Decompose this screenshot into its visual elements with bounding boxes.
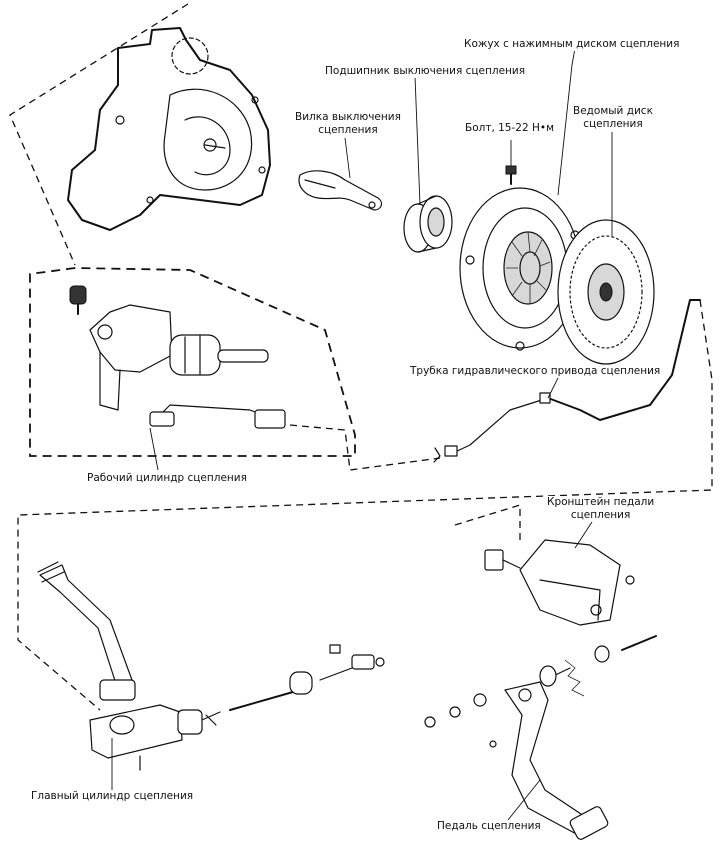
- label-master-cylinder: Главный цилиндр сцепления: [30, 790, 195, 803]
- label-release-bearing: Подшипник выключения сцепления: [324, 65, 527, 78]
- slave-cylinder-shape: [69, 285, 286, 429]
- hydraulic-tube-shape: [433, 299, 701, 463]
- label-pedal-bracket: Кронштейн педали сцепления: [546, 496, 656, 522]
- label-clutch-pedal: Педаль сцепления: [436, 820, 542, 833]
- transmission-housing: [67, 27, 271, 231]
- release-bearing-shape: [403, 195, 453, 253]
- bolt-shape: [505, 165, 517, 185]
- pressure-plate-shape: [459, 187, 581, 351]
- label-slave-cylinder: Рабочий цилиндр сцепления: [86, 472, 248, 485]
- label-bolt: Болт, 15-22 Н•м: [464, 122, 555, 135]
- leader-lines: [111, 47, 613, 821]
- master-cylinder-shape: [37, 561, 385, 771]
- label-clutch-disc: Ведомый диск сцепления: [572, 105, 654, 131]
- clutch-disc-shape: [557, 219, 655, 365]
- label-pressure-plate: Кожух с нажимным диском сцепления: [463, 38, 681, 51]
- connection-lines: [9, 3, 713, 711]
- clutch-pedal-shape: [424, 635, 657, 840]
- label-release-fork: Вилка выключения сцепления: [294, 111, 402, 137]
- label-hydraulic-tube: Трубка гидравлического привода сцепления: [409, 365, 662, 378]
- pedal-bracket-shape: [484, 539, 635, 626]
- release-fork-shape: [298, 170, 383, 211]
